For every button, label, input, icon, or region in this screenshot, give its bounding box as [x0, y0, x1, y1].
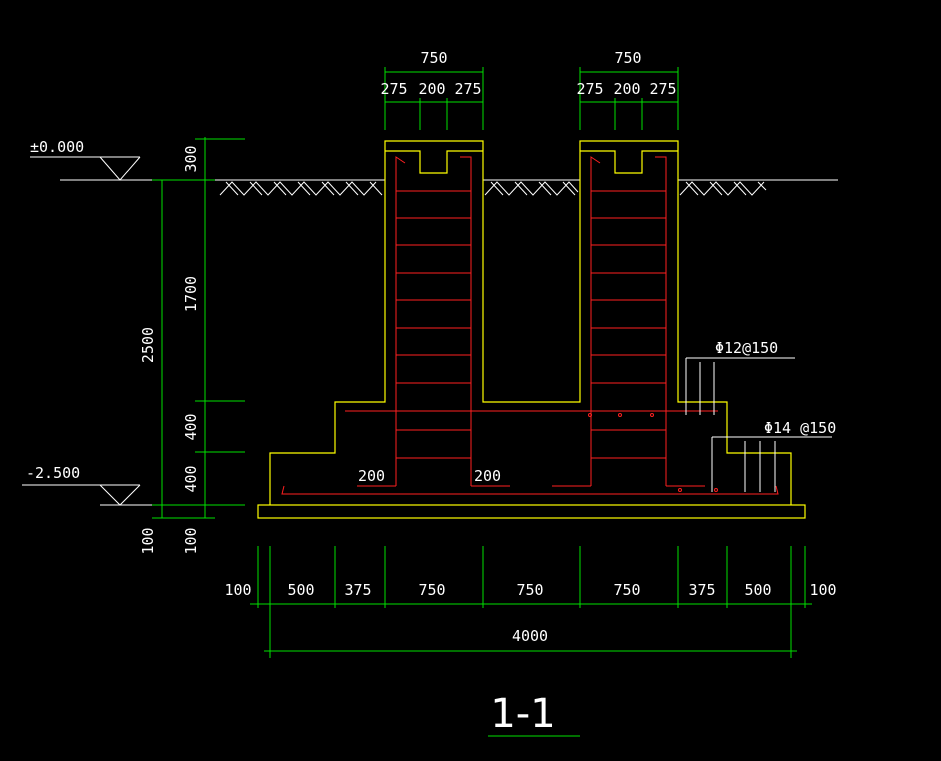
bottom-dimension-lines — [250, 546, 812, 658]
elevation-bottom: -2.500 — [22, 464, 160, 506]
soil-hatch-left — [219, 181, 383, 196]
section-title: 1-1 — [490, 691, 555, 737]
top-dim-left-c: 275 — [454, 80, 481, 98]
bottom-dim-labels: 100 500 375 750 750 750 375 500 100 4000 — [224, 581, 836, 645]
top-dim-left-b: 200 — [418, 80, 445, 98]
rebar-label-upper: Φ12@150 — [715, 339, 778, 357]
elevation-top: ±0.000 — [30, 138, 141, 181]
left-pier-stirrups — [396, 190, 471, 459]
rebar-label-200-right: 200 — [474, 467, 501, 485]
left-dim-100a: 100 — [139, 527, 157, 554]
top-dim-right-b: 200 — [613, 80, 640, 98]
bottom-dim-1: 500 — [287, 581, 314, 599]
top-dim-right-c: 275 — [649, 80, 676, 98]
bottom-dim-8: 100 — [809, 581, 836, 599]
top-dim-left-total: 750 — [420, 49, 447, 67]
left-dim-1700: 1700 — [182, 276, 200, 312]
top-dimension-lines — [384, 67, 679, 130]
ground-line — [60, 179, 838, 196]
left-dimension-lines — [152, 137, 245, 519]
top-dim-right-total: 750 — [614, 49, 641, 67]
bottom-dim-total: 4000 — [512, 627, 548, 645]
bottom-dim-2: 375 — [344, 581, 371, 599]
soil-hatch-right — [679, 181, 767, 196]
left-dim-2500: 2500 — [139, 327, 157, 363]
bottom-dim-6: 375 — [688, 581, 715, 599]
footing-outline — [257, 140, 806, 519]
bottom-dim-3: 750 — [418, 581, 445, 599]
rebar-label-200-left: 200 — [358, 467, 385, 485]
rebar — [281, 156, 779, 495]
soil-hatch-mid — [484, 181, 579, 196]
left-dim-100b: 100 — [182, 527, 200, 554]
elevation-top-label: ±0.000 — [30, 138, 84, 156]
bottom-dim-4: 750 — [516, 581, 543, 599]
left-dim-300: 300 — [182, 145, 200, 172]
elevation-bottom-label: -2.500 — [26, 464, 80, 482]
right-pier-stirrups — [591, 190, 666, 459]
top-dim-right-a: 275 — [576, 80, 603, 98]
bottom-dim-5: 750 — [613, 581, 640, 599]
rebar-label-lower: Φ14 @150 — [764, 419, 836, 437]
top-dim-left-a: 275 — [380, 80, 407, 98]
left-dim-400b: 400 — [182, 465, 200, 492]
left-dim-400a: 400 — [182, 413, 200, 440]
bottom-dim-7: 500 — [744, 581, 771, 599]
bottom-dim-0: 100 — [224, 581, 251, 599]
rebar-callouts — [685, 357, 832, 492]
